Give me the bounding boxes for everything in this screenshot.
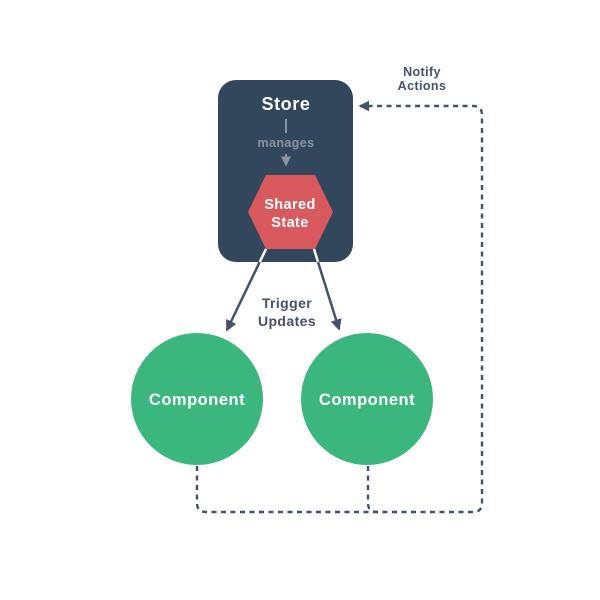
component-circle-left — [131, 333, 263, 465]
notify-actions-label-line2: Actions — [398, 79, 447, 93]
trigger-arrow-left — [225, 261, 261, 332]
store-title: Store — [261, 94, 310, 114]
trigger-updates-label-line1: Trigger — [262, 295, 312, 311]
notify-actions-label-line1: Notify — [403, 65, 441, 79]
shared-state-label-line1: Shared — [264, 197, 316, 213]
component-label-right: Component — [319, 391, 415, 409]
trigger-updates-label-line2: Updates — [258, 313, 316, 329]
notify-feedback-path-right-component — [366, 466, 384, 514]
notify-feedback-path-left-component — [195, 100, 484, 514]
trigger-arrow-right — [316, 261, 342, 331]
component-label-left: Component — [149, 391, 245, 409]
trigger-arrow-left-inside-box — [258, 248, 268, 263]
trigger-arrow-right-inside-box — [312, 248, 320, 263]
shared-state-label-line2: State — [271, 215, 308, 231]
shared-state-hexagon — [248, 175, 333, 249]
component-circle-right — [301, 333, 433, 465]
manages-label: manages — [258, 136, 315, 150]
